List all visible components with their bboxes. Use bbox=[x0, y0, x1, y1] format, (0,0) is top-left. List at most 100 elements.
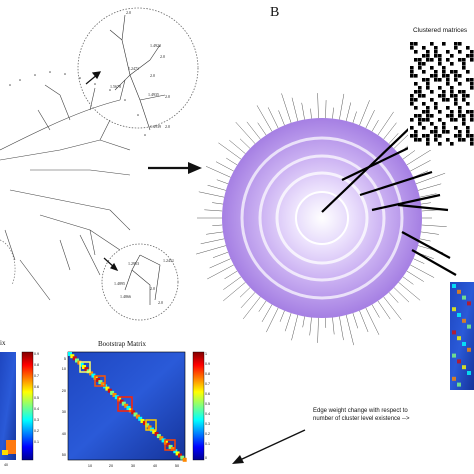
cluster-cell bbox=[458, 114, 462, 118]
svg-text:1.4866: 1.4866 bbox=[120, 294, 131, 299]
svg-text:2.0: 2.0 bbox=[126, 10, 131, 15]
cluster-cell bbox=[454, 42, 458, 46]
bootstrap-cell bbox=[180, 455, 185, 460]
cluster-cell bbox=[466, 110, 470, 114]
svg-text:1.2451: 1.2451 bbox=[163, 258, 174, 263]
right-heatmap-cell bbox=[457, 313, 461, 317]
caption-arrow bbox=[232, 429, 306, 464]
bootstrap-cell bbox=[72, 356, 77, 361]
ring-spike bbox=[223, 282, 246, 302]
svg-text:20: 20 bbox=[62, 389, 66, 393]
cluster-cell bbox=[418, 66, 422, 70]
ring-spike bbox=[209, 258, 231, 269]
bootstrap-cell bbox=[100, 382, 105, 387]
bootstrap-block bbox=[94, 375, 106, 387]
bootstrap-xticks: 10 20 30 40 50 bbox=[88, 464, 179, 468]
bootstrap-cell bbox=[182, 457, 187, 462]
cluster-cell bbox=[450, 54, 454, 58]
svg-text:10: 10 bbox=[62, 367, 66, 371]
cluster-cell bbox=[414, 90, 418, 94]
ring-spike bbox=[205, 166, 231, 178]
svg-text:0.9: 0.9 bbox=[34, 352, 39, 356]
cluster-cell bbox=[462, 118, 466, 122]
cluster-cell bbox=[422, 102, 426, 106]
bootstrap-cell bbox=[163, 440, 168, 445]
ring-spike bbox=[198, 191, 225, 198]
cluster-cell bbox=[446, 98, 450, 102]
svg-text:1.4935: 1.4935 bbox=[148, 92, 159, 97]
cluster-cell bbox=[470, 114, 474, 118]
svg-text:40: 40 bbox=[153, 464, 157, 468]
panel-label-b: B bbox=[270, 5, 279, 20]
ring-spike bbox=[345, 102, 352, 122]
bootstrap-block bbox=[79, 361, 91, 373]
cluster-cell bbox=[442, 70, 446, 74]
bootstrap-cell bbox=[124, 403, 129, 408]
ring-spike bbox=[207, 184, 226, 191]
cluster-cell bbox=[422, 134, 426, 138]
svg-text:1.4939: 1.4939 bbox=[150, 124, 161, 129]
cluster-cell bbox=[430, 114, 434, 118]
svg-text:2.0: 2.0 bbox=[150, 73, 155, 78]
cluster-cell bbox=[446, 138, 450, 142]
cluster-cell bbox=[450, 62, 454, 66]
cluster-cell bbox=[414, 130, 418, 134]
ring-spike bbox=[420, 202, 431, 205]
cluster-cell bbox=[466, 78, 470, 82]
cluster-cell bbox=[470, 118, 474, 122]
cluster-cell bbox=[470, 54, 474, 58]
right-heatmap-cell bbox=[452, 284, 456, 288]
svg-text:5: 5 bbox=[64, 357, 66, 361]
cluster-cell bbox=[454, 74, 458, 78]
right-heatmap-cell bbox=[462, 295, 466, 300]
cluster-cell bbox=[454, 134, 458, 138]
cluster-cell bbox=[426, 134, 430, 138]
zoom-circle-left bbox=[0, 239, 16, 286]
cluster-cell bbox=[466, 126, 470, 130]
cluster-cell bbox=[442, 90, 446, 94]
svg-text:0.7: 0.7 bbox=[205, 382, 210, 386]
cluster-cell bbox=[434, 134, 438, 138]
cluster-cell bbox=[458, 58, 462, 62]
svg-text:40: 40 bbox=[4, 463, 8, 467]
ring-spike bbox=[267, 107, 279, 129]
cluster-cell bbox=[438, 78, 442, 82]
right-heatmap-cell bbox=[452, 353, 456, 358]
bootstrap-cell bbox=[70, 354, 75, 359]
ring-spike bbox=[325, 100, 327, 119]
svg-text:2.0: 2.0 bbox=[165, 124, 170, 129]
bootstrap-cell bbox=[161, 438, 166, 443]
cluster-cell bbox=[462, 114, 466, 118]
bootstrap-cell bbox=[112, 393, 117, 397]
right-heatmap-partial bbox=[450, 282, 474, 390]
cluster-cell bbox=[422, 70, 426, 74]
bootstrap-cell bbox=[173, 449, 178, 454]
clustered-matrices-title: Clustered matrices bbox=[413, 27, 468, 34]
cluster-cell bbox=[414, 74, 418, 78]
cluster-cell bbox=[434, 106, 438, 110]
cluster-cell bbox=[438, 94, 442, 98]
cluster-cell bbox=[422, 62, 426, 66]
cluster-cell bbox=[442, 66, 446, 70]
ring-spike bbox=[243, 296, 261, 320]
caption-line-1: Edge weight change with respect to bbox=[313, 408, 408, 414]
cluster-cell bbox=[434, 50, 438, 54]
bootstrap-cell bbox=[147, 425, 152, 430]
ring-spike bbox=[204, 209, 223, 212]
svg-text:0.7: 0.7 bbox=[34, 374, 39, 378]
bootstrap-cell bbox=[110, 390, 115, 395]
cluster-cell bbox=[418, 90, 422, 94]
ring-spike bbox=[284, 313, 292, 332]
cluster-cell bbox=[418, 62, 422, 66]
cluster-cell bbox=[418, 94, 422, 98]
ring-spike bbox=[212, 251, 229, 258]
ring-spike bbox=[281, 93, 292, 123]
cluster-cell bbox=[414, 114, 418, 118]
cluster-cell bbox=[450, 70, 454, 74]
zoom-circle-top bbox=[77, 7, 199, 129]
cluster-cell bbox=[458, 90, 462, 94]
cluster-cell bbox=[466, 54, 470, 58]
cluster-cell bbox=[462, 62, 466, 66]
ring-spike bbox=[413, 258, 425, 264]
